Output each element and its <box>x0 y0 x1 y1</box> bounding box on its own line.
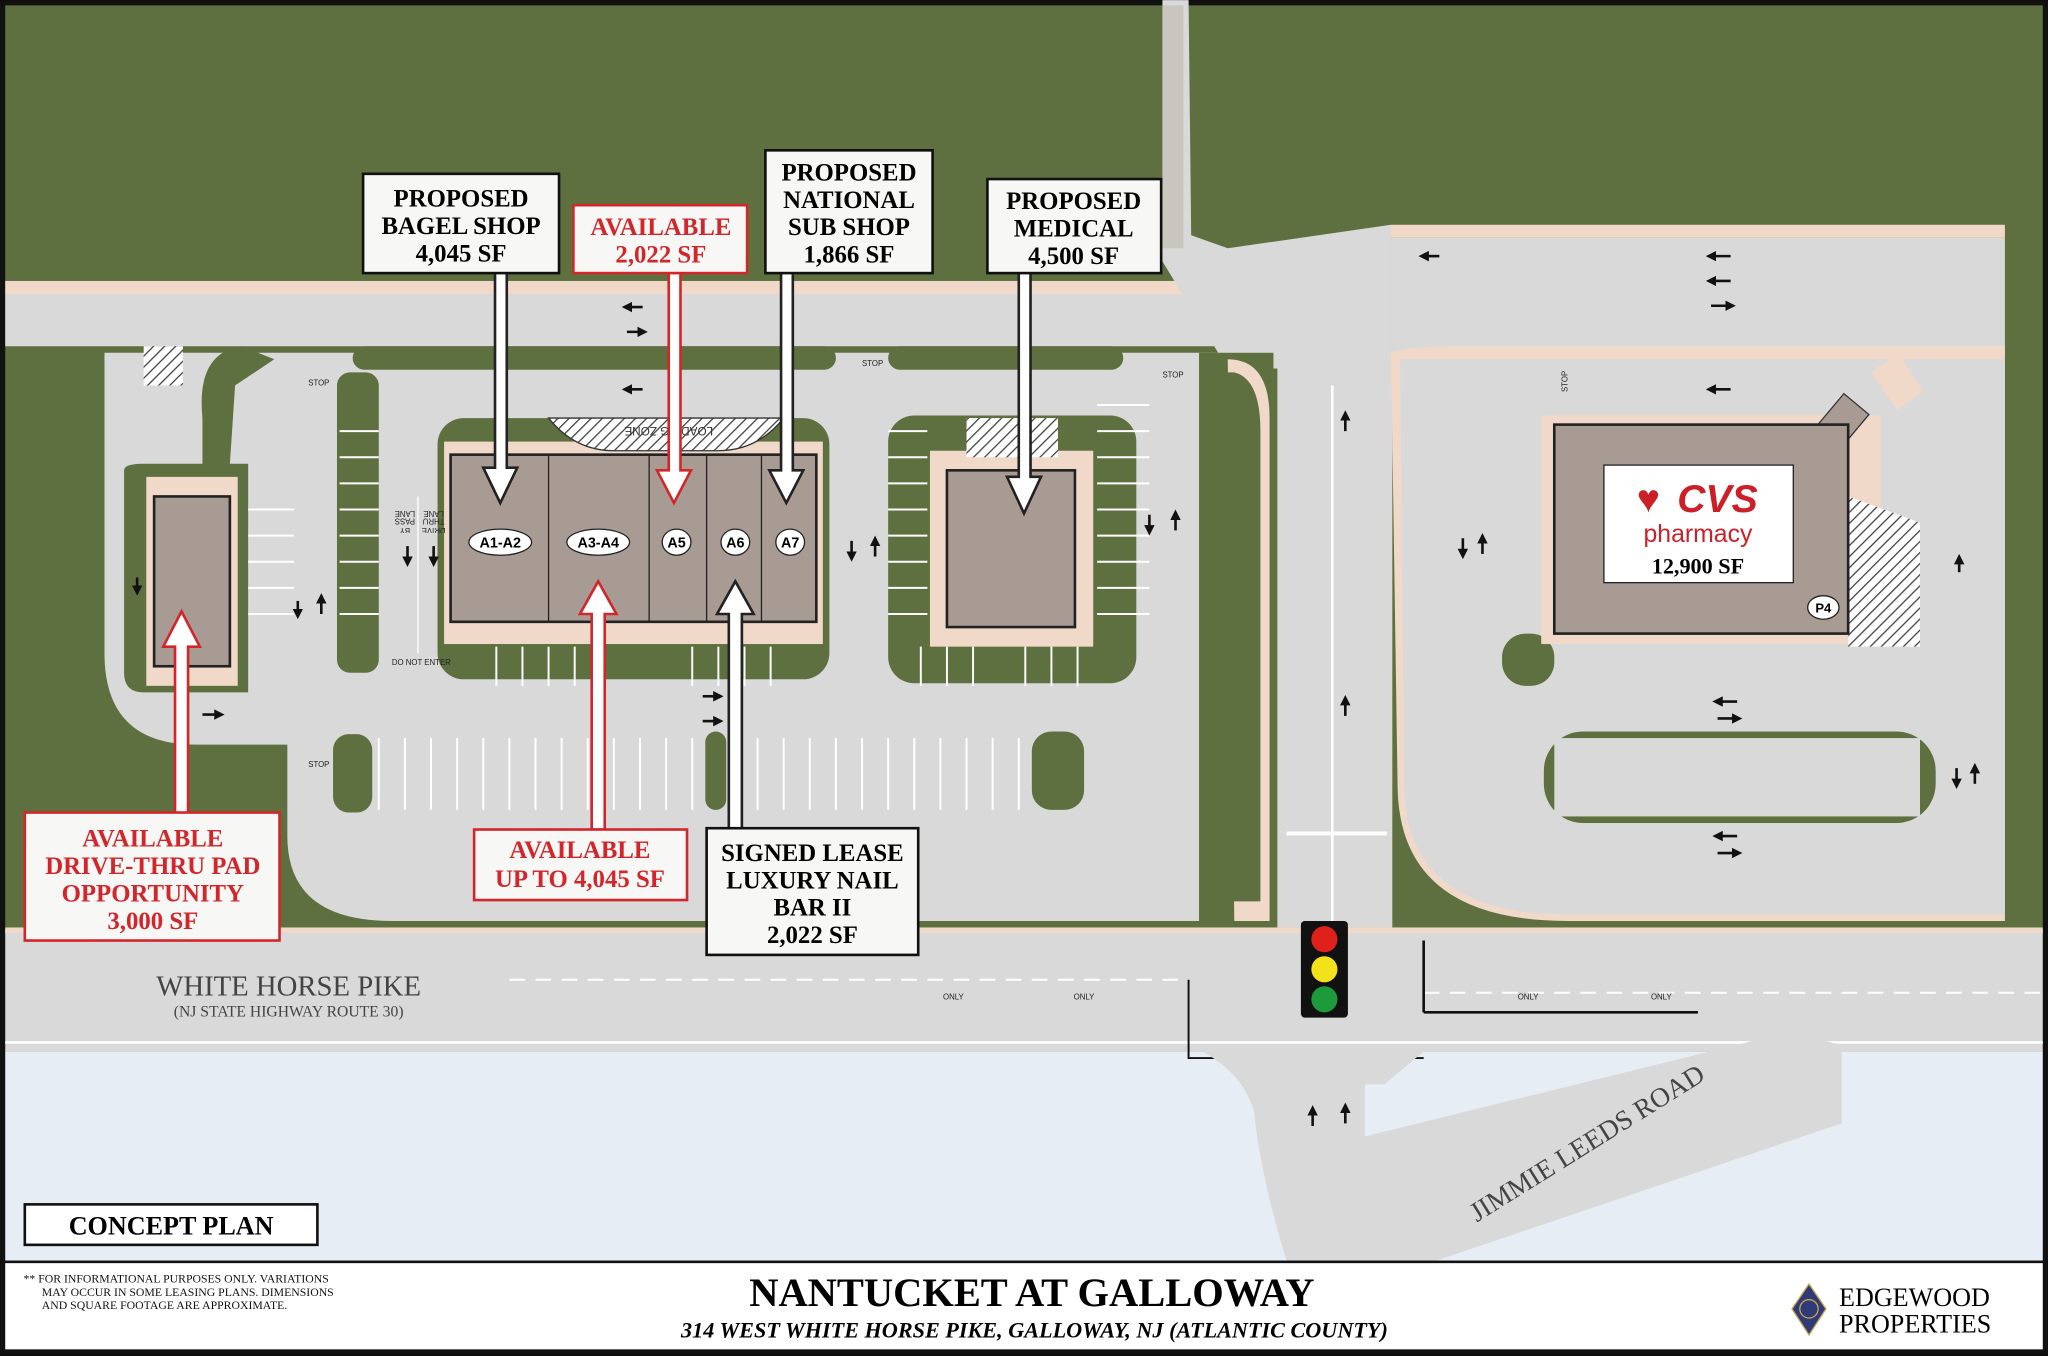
concept-plan-label: CONCEPT PLAN <box>69 1211 274 1240</box>
drive-thru-lane-marking: DRIVE THRU LANE <box>421 508 446 534</box>
callout-available-a3-a4: AVAILABLE UP TO 4,045 SF <box>472 828 689 902</box>
svg-text:SUB SHOP: SUB SHOP <box>788 214 910 241</box>
white-horse-pike-label: WHITE HORSE PIKE <box>156 970 421 1002</box>
cvs-area: 12,900 SF <box>1652 554 1744 579</box>
edgewood-logo: EDGEWOOD PROPERTIES <box>1791 1282 1991 1338</box>
svg-text:MEDICAL: MEDICAL <box>1014 216 1134 243</box>
svg-text:4,045 SF: 4,045 SF <box>416 240 507 267</box>
stop-marking: STOP <box>1560 371 1569 392</box>
project-title: NANTUCKET AT GALLOWAY <box>749 1270 1314 1315</box>
pad-label-p4: P4 <box>1815 601 1832 616</box>
only-marking: ONLY <box>1518 992 1540 1001</box>
unit-label-a3-a4: A3-A4 <box>577 535 619 551</box>
svg-text:SIGNED LEASE: SIGNED LEASE <box>721 840 904 867</box>
route-30-label: (NJ STATE HIGHWAY ROUTE 30) <box>174 1003 404 1020</box>
unit-label-a5: A5 <box>667 535 685 551</box>
unit-label-a6: A6 <box>726 535 744 551</box>
stop-marking: STOP <box>308 760 329 769</box>
svg-text:1,866 SF: 1,866 SF <box>804 242 895 269</box>
svg-text:2,022 SF: 2,022 SF <box>615 242 706 269</box>
svg-text:4,500 SF: 4,500 SF <box>1028 243 1119 270</box>
cvs-pharmacy: pharmacy <box>1644 521 1753 548</box>
logo-line2: PROPERTIES <box>1839 1309 1991 1338</box>
callout-arrows <box>161 266 1044 831</box>
cvs-logo: CVS <box>1677 478 1758 521</box>
heart-icon: ♥ <box>1637 478 1660 521</box>
drive-thru-lane-marking-wrap: DRIVE THRU LANE <box>421 508 446 534</box>
concept-plan-box <box>23 1203 319 1247</box>
svg-text:OPPORTUNITY: OPPORTUNITY <box>62 880 244 907</box>
svg-text:PROPOSED: PROPOSED <box>781 159 916 186</box>
callout-bagel-shop: PROPOSED BAGEL SHOP 4,045 SF <box>361 172 561 275</box>
traffic-light-icon <box>1300 920 1348 1018</box>
svg-text:DRIVE-THRU PAD: DRIVE-THRU PAD <box>45 853 260 880</box>
svg-text:PROPOSED: PROPOSED <box>394 185 529 212</box>
only-marking: ONLY <box>943 992 965 1001</box>
only-marking: ONLY <box>1074 992 1096 1001</box>
svg-text:BAR II: BAR II <box>773 895 851 922</box>
jimmie-leeds-road <box>1201 1031 1842 1261</box>
svg-text:LUXURY NAIL: LUXURY NAIL <box>726 867 899 894</box>
stop-marking: STOP <box>862 359 883 368</box>
svg-text:PROPOSED: PROPOSED <box>1006 188 1141 215</box>
top-right-road <box>1391 237 2005 356</box>
disclaimer-line: MAY OCCUR IN SOME LEASING PLANS. DIMENSI… <box>42 1286 334 1299</box>
svg-text:AVAILABLE: AVAILABLE <box>590 214 731 241</box>
bypass-lane-marking: BY PASS LANE <box>394 508 416 534</box>
only-marking: ONLY <box>1651 992 1673 1001</box>
svg-text:2,022 SF: 2,022 SF <box>767 922 858 949</box>
svg-text:BAGEL SHOP: BAGEL SHOP <box>381 213 540 240</box>
svg-text:UP TO 4,045 SF: UP TO 4,045 SF <box>495 866 665 893</box>
medical-building <box>945 469 1077 629</box>
callout-luxury-nail-bar: SIGNED LEASE LUXURY NAIL BAR II 2,022 SF <box>705 826 920 957</box>
svg-text:AVAILABLE: AVAILABLE <box>82 825 223 852</box>
svg-text:AVAILABLE: AVAILABLE <box>509 837 650 864</box>
svg-text:NATIONAL: NATIONAL <box>783 187 915 214</box>
footer <box>5 1263 2043 1350</box>
svg-text:3,000 SF: 3,000 SF <box>107 908 198 935</box>
disclaimer-line: AND SQUARE FOOTAGE ARE APPROXIMATE. <box>42 1299 288 1312</box>
callout-drive-thru-pad: AVAILABLE DRIVE-THRU PAD OPPORTUNITY 3,0… <box>23 811 281 942</box>
callout-medical: PROPOSED MEDICAL 4,500 SF <box>986 177 1163 275</box>
unit-label-a1-a2: A1-A2 <box>479 535 521 551</box>
stop-marking: STOP <box>1162 371 1183 380</box>
do-not-enter-marking: DO NOT ENTER <box>392 658 451 667</box>
cvs-sign: ♥ CVS pharmacy 12,900 SF <box>1603 464 1794 584</box>
top-drive-aisle <box>5 294 1233 347</box>
disclaimer-line: ** FOR INFORMATIONAL PURPOSES ONLY. VARI… <box>24 1273 329 1286</box>
callout-national-sub-shop: PROPOSED NATIONAL SUB SHOP 1,866 SF <box>764 149 934 275</box>
stop-marking: STOP <box>308 378 329 387</box>
logo-line1: EDGEWOOD <box>1839 1283 1990 1312</box>
traffic-arrows <box>131 250 1981 1126</box>
bypass-lane-marking-wrap: BY PASS LANE <box>394 508 416 534</box>
main-access-road <box>1277 352 1393 928</box>
project-address: 314 WEST WHITE HORSE PIKE, GALLOWAY, NJ … <box>680 1318 1388 1343</box>
callout-available-a5: AVAILABLE 2,022 SF <box>572 203 749 275</box>
white-horse-pike-road <box>5 930 2043 1052</box>
unit-label-a7: A7 <box>781 535 799 551</box>
